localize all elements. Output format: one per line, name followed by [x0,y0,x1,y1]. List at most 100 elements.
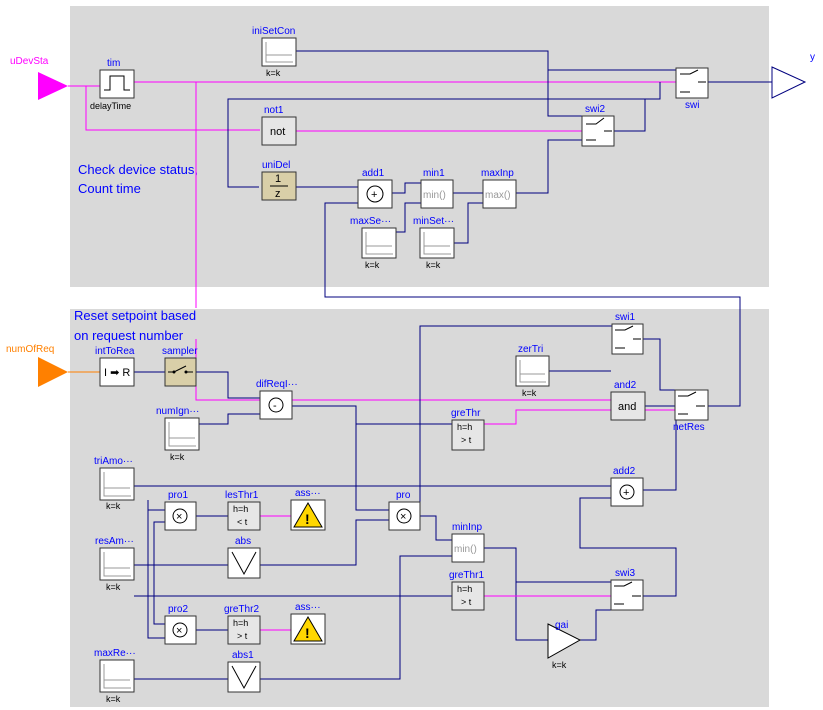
block-add1[interactable]: + add1 [357,168,393,209]
block-gai-name: gai [555,620,568,631]
block-lesthr1[interactable]: h=h < t lesThr1 [225,490,261,531]
block-add2-text: + [623,487,629,499]
wires-top [68,50,772,400]
block-inisetcon[interactable]: iniSetCon k=k [252,26,297,78]
block-min1[interactable]: min() min1 [420,168,454,209]
block-swi1[interactable]: swi1 [611,312,644,355]
block-sampler[interactable]: sampler [162,346,198,387]
block-minset-name: minSet··· [413,216,454,227]
note-bottom-line1: Reset setpoint based [74,308,196,323]
block-pro2[interactable]: × pro2 [164,604,197,645]
block-maxre-param: k=k [106,694,121,704]
block-minset[interactable]: minSet··· k=k [413,216,455,270]
block-maxinp[interactable]: max() maxInp [481,168,517,209]
block-and2-name: and2 [614,380,637,391]
block-ass2-name: ass··· [295,602,321,613]
block-ass1-name: ass··· [295,488,321,499]
block-gai-param: k=k [552,660,567,670]
block-pro-text: × [400,511,406,523]
block-difreqi[interactable]: - difReqI··· [256,379,298,420]
block-pro1[interactable]: × pro1 [164,490,197,531]
block-inisetcon-name: iniSetCon [252,26,295,37]
block-grethr1[interactable]: h=h > t greThr1 [449,570,485,611]
block-abs1[interactable]: abs1 [227,650,261,693]
block-swi-name: swi [685,100,699,111]
block-difreqi-name: difReqI··· [256,379,298,390]
block-swi[interactable]: swi [675,67,709,111]
block-and2[interactable]: and and2 [610,380,646,421]
block-grethr2-bottom: > t [237,631,248,641]
block-mininp[interactable]: min() minInp [451,522,485,563]
block-grethr-top: h=h [457,422,472,432]
input-numofreq[interactable]: numOfReq [6,344,68,387]
block-pro1-name: pro1 [168,490,188,501]
block-maxre-name: maxRe··· [94,648,136,659]
block-netres-name: netRes [673,422,705,433]
block-resam-name: resAm··· [95,536,134,547]
block-inttorea[interactable]: I ➡ R intToRea [95,346,135,387]
block-grethr2-name: greThr2 [224,604,259,615]
block-grethr1-name: greThr1 [449,570,484,581]
block-zertri[interactable]: zerTri k=k [515,344,550,398]
block-abs[interactable]: abs [227,536,261,579]
block-maxinp-name: maxInp [481,168,514,179]
block-triamo-name: triAmo··· [94,456,133,467]
block-zertri-param: k=k [522,388,537,398]
output-y[interactable]: y [771,52,815,99]
block-maxre[interactable]: maxRe··· k=k [94,648,136,704]
block-swi3[interactable]: swi3 [610,568,644,611]
block-not1[interactable]: not not1 [261,105,297,146]
block-pro[interactable]: × pro [388,490,421,531]
block-swi1-name: swi1 [615,312,635,323]
input-udevsta[interactable]: uDevSta [10,56,68,100]
block-maxse-param: k=k [365,260,380,270]
block-mininp-name: minInp [452,522,482,533]
block-unidel[interactable]: 1 z uniDel [261,160,297,201]
block-min1-text: min() [423,190,446,201]
block-pro-name: pro [396,490,411,501]
block-abs-name: abs [235,536,251,547]
block-resam[interactable]: resAm··· k=k [95,536,135,592]
block-grethr[interactable]: h=h > t greThr [451,408,485,451]
block-maxse-name: maxSe··· [350,216,391,227]
block-grethr-name: greThr [451,408,481,419]
block-not1-name: not1 [264,105,284,116]
input-numofreq-label: numOfReq [6,344,54,355]
block-difreqi-text: - [273,400,277,412]
block-unidel-num: 1 [275,173,281,185]
block-tim[interactable]: tim delayTime [90,58,135,111]
block-abs1-name: abs1 [232,650,254,661]
block-min1-name: min1 [423,168,445,179]
note-top-line1: Check device status, [78,162,198,177]
block-tim-name: tim [107,58,120,69]
block-inisetcon-param: k=k [266,68,281,78]
block-pro1-text: × [176,511,182,523]
warning-icon: ! [305,625,310,641]
block-pro2-text: × [176,625,182,637]
block-minset-param: k=k [426,260,441,270]
block-add2[interactable]: + add2 [610,466,644,507]
block-and2-text: and [618,401,636,413]
block-sampler-name: sampler [162,346,198,357]
note-top-line2: Count time [78,181,141,196]
block-pro2-name: pro2 [168,604,188,615]
block-triamo[interactable]: triAmo··· k=k [94,456,135,511]
block-unidel-name: uniDel [262,160,290,171]
block-inttorea-name: intToRea [95,346,135,357]
block-netres[interactable]: netRes [673,389,709,433]
block-ass2[interactable]: ! ass··· [290,602,326,645]
block-lesthr1-bottom: < t [237,517,248,527]
block-swi2[interactable]: swi2 [581,104,615,147]
block-numign[interactable]: numIgn··· k=k [156,406,200,462]
block-grethr2[interactable]: h=h > t greThr2 [224,604,261,645]
block-unidel-den: z [275,188,281,200]
block-tim-sub: delayTime [90,101,131,111]
block-grethr1-bottom: > t [461,597,472,607]
block-resam-param: k=k [106,582,121,592]
block-gai[interactable]: gai k=k [547,620,582,670]
input-udevsta-label: uDevSta [10,56,49,67]
block-lesthr1-top: h=h [233,504,248,514]
block-maxse[interactable]: maxSe··· k=k [350,216,397,270]
block-ass1[interactable]: ! ass··· [290,488,326,531]
